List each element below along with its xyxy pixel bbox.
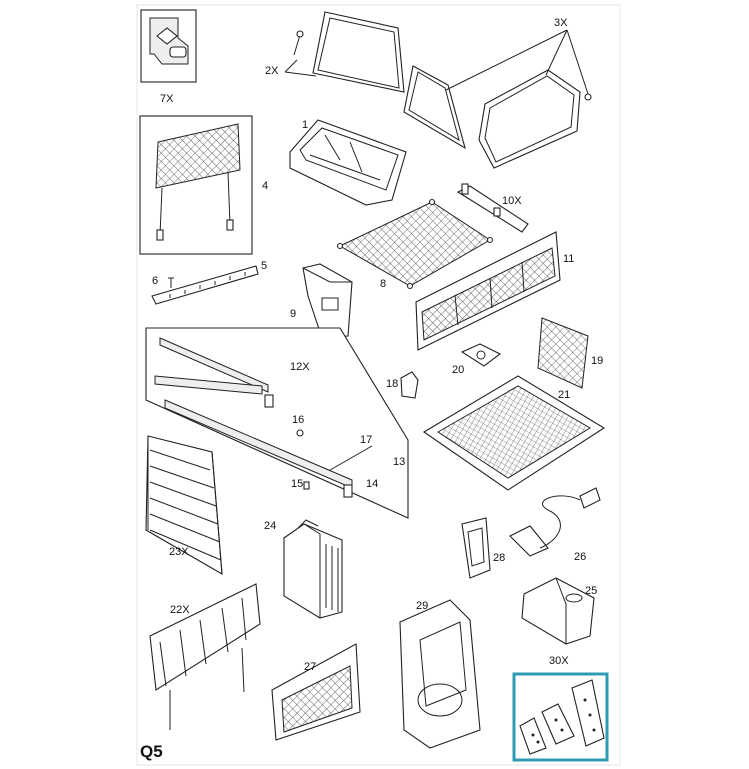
callout-13: 13 xyxy=(393,456,405,468)
callout-23x: 23X xyxy=(169,546,189,558)
part-5-trim-strip[interactable] xyxy=(151,265,259,305)
callout-15: 15 xyxy=(291,478,303,490)
callout-7x: 7X xyxy=(160,93,174,105)
callout-26: 26 xyxy=(574,551,586,563)
part-27-pocket-net[interactable] xyxy=(271,643,361,741)
callout-6: 6 xyxy=(152,275,158,287)
part-22x-rear-grille[interactable] xyxy=(149,583,261,730)
callout-18: 18 xyxy=(386,378,398,390)
callout-10x: 10X xyxy=(502,195,522,207)
part-26-power-adapter[interactable] xyxy=(509,487,601,557)
callout-14: 14 xyxy=(366,478,378,490)
callout-24: 24 xyxy=(264,520,276,532)
part-19-side-net[interactable] xyxy=(537,317,589,389)
callout-3x: 3X xyxy=(554,17,568,29)
part-11-divider-net[interactable] xyxy=(415,231,561,351)
callout-1: 1 xyxy=(302,119,308,131)
part-2x-window-film[interactable] xyxy=(293,11,466,150)
part-10x-bracket[interactable] xyxy=(456,183,529,233)
part-24-fuel-canister[interactable] xyxy=(283,519,343,619)
part-30x-pedal-covers[interactable] xyxy=(519,679,605,755)
part-28-holder[interactable] xyxy=(461,517,491,579)
part-7x-hook[interactable] xyxy=(140,9,197,83)
part-8-floor-net[interactable] xyxy=(336,198,494,290)
part-6-screw[interactable] xyxy=(168,277,174,288)
part-1-cargo-organiser[interactable] xyxy=(289,119,407,206)
part-25-cool-box[interactable] xyxy=(521,577,595,645)
callout-12x: 12X xyxy=(290,361,310,373)
callout-20: 20 xyxy=(452,364,464,376)
part-21-cargo-tray[interactable] xyxy=(422,375,606,491)
callout-25: 25 xyxy=(585,585,597,597)
callout-17: 17 xyxy=(360,434,372,446)
callout-5: 5 xyxy=(261,260,267,272)
part-20-net-clip[interactable] xyxy=(460,343,502,367)
callout-16: 16 xyxy=(292,414,304,426)
diagram-frame xyxy=(136,4,621,766)
callout-8: 8 xyxy=(380,278,386,290)
part-30x-highlight-frame[interactable] xyxy=(512,672,609,762)
callout-21: 21 xyxy=(558,389,570,401)
callout-22x: 22X xyxy=(170,604,190,616)
callout-19: 19 xyxy=(591,355,603,367)
part-29-backpack[interactable] xyxy=(399,599,481,749)
part-3x-window-film[interactable] xyxy=(478,69,592,169)
part-9-waste-bin[interactable] xyxy=(302,263,353,339)
callout-9: 9 xyxy=(290,308,296,320)
callout-11: 11 xyxy=(563,253,574,265)
callout-30x: 30X xyxy=(549,655,569,667)
part-12x-rail-kit[interactable] xyxy=(145,327,409,519)
part-4-partition-net[interactable] xyxy=(139,115,253,255)
callout-28: 28 xyxy=(493,552,505,564)
callout-2x: 2X xyxy=(265,65,279,77)
page-label: Q5 xyxy=(140,742,163,761)
callout-4: 4 xyxy=(262,180,268,192)
part-18-bag-hook[interactable] xyxy=(400,371,419,399)
part-23x-dog-guard[interactable] xyxy=(145,435,223,576)
callout-29: 29 xyxy=(416,600,428,612)
callout-27: 27 xyxy=(304,661,316,673)
